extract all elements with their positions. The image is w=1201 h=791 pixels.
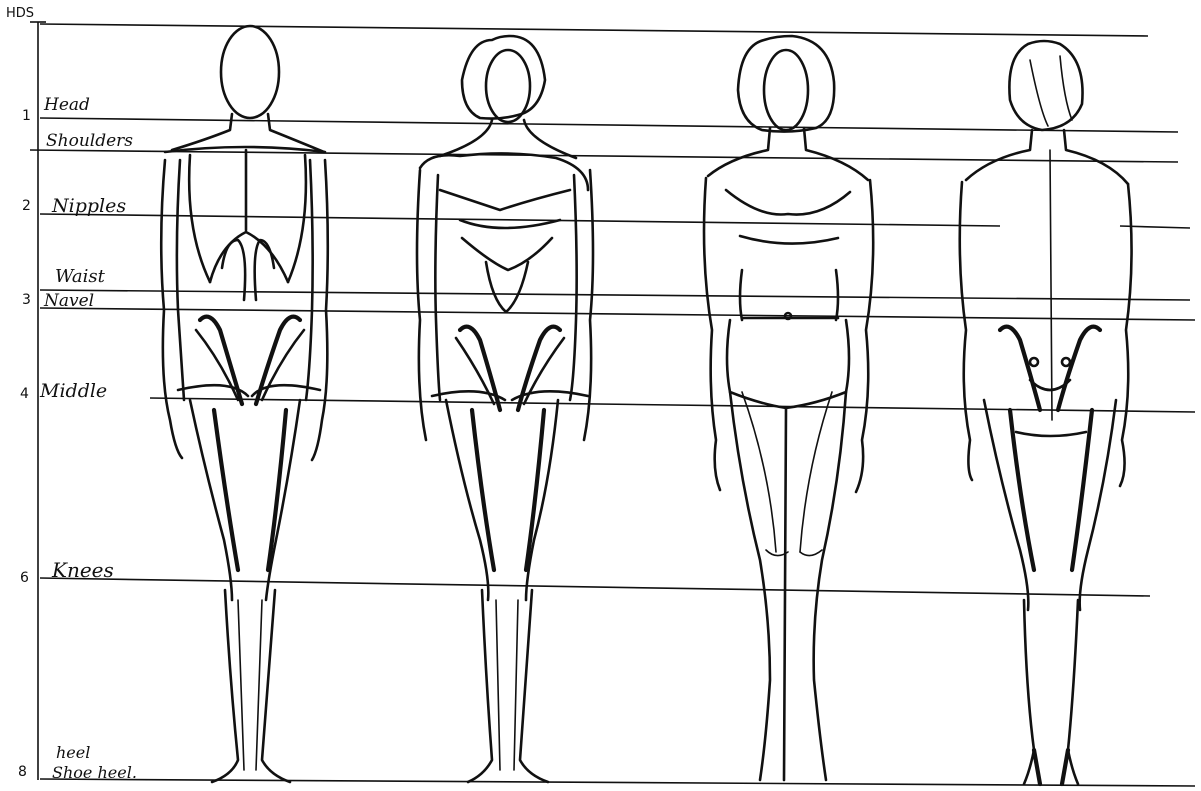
label-navel: Navel	[43, 291, 94, 311]
label-heel: heel	[56, 743, 90, 762]
mark-number-nipples: 2	[22, 198, 31, 214]
mark-number-heel: 8	[18, 764, 27, 780]
guide-line-top	[40, 24, 1148, 36]
guide-line-knees	[40, 578, 1150, 596]
label-knees: Knees	[51, 558, 114, 582]
scale-labels: 1 Head Shoulders 2 Nipples Waist 3 Navel…	[18, 95, 137, 782]
label-shoulders: Shoulders	[46, 131, 133, 151]
mark-number-navel: 3	[22, 292, 31, 308]
mark-number-knees: 6	[20, 570, 29, 586]
label-head: Head	[43, 95, 90, 115]
figure-skeleton-back	[960, 41, 1132, 784]
unit-label: HDS	[6, 6, 34, 21]
label-waist: Waist	[55, 266, 106, 287]
figure-torso-front	[417, 36, 593, 782]
label-nipples: Nipples	[51, 195, 126, 217]
label-middle: Middle	[39, 380, 107, 402]
mark-number-head: 1	[22, 108, 31, 124]
label-shoe-heel: Shoe heel.	[52, 763, 137, 782]
guide-line-head	[40, 118, 1178, 132]
guide-line-nipples	[40, 214, 1000, 226]
guide-line-waist	[40, 290, 1190, 300]
figure-skeleton-front	[161, 26, 328, 782]
mark-number-middle: 4	[20, 386, 29, 402]
